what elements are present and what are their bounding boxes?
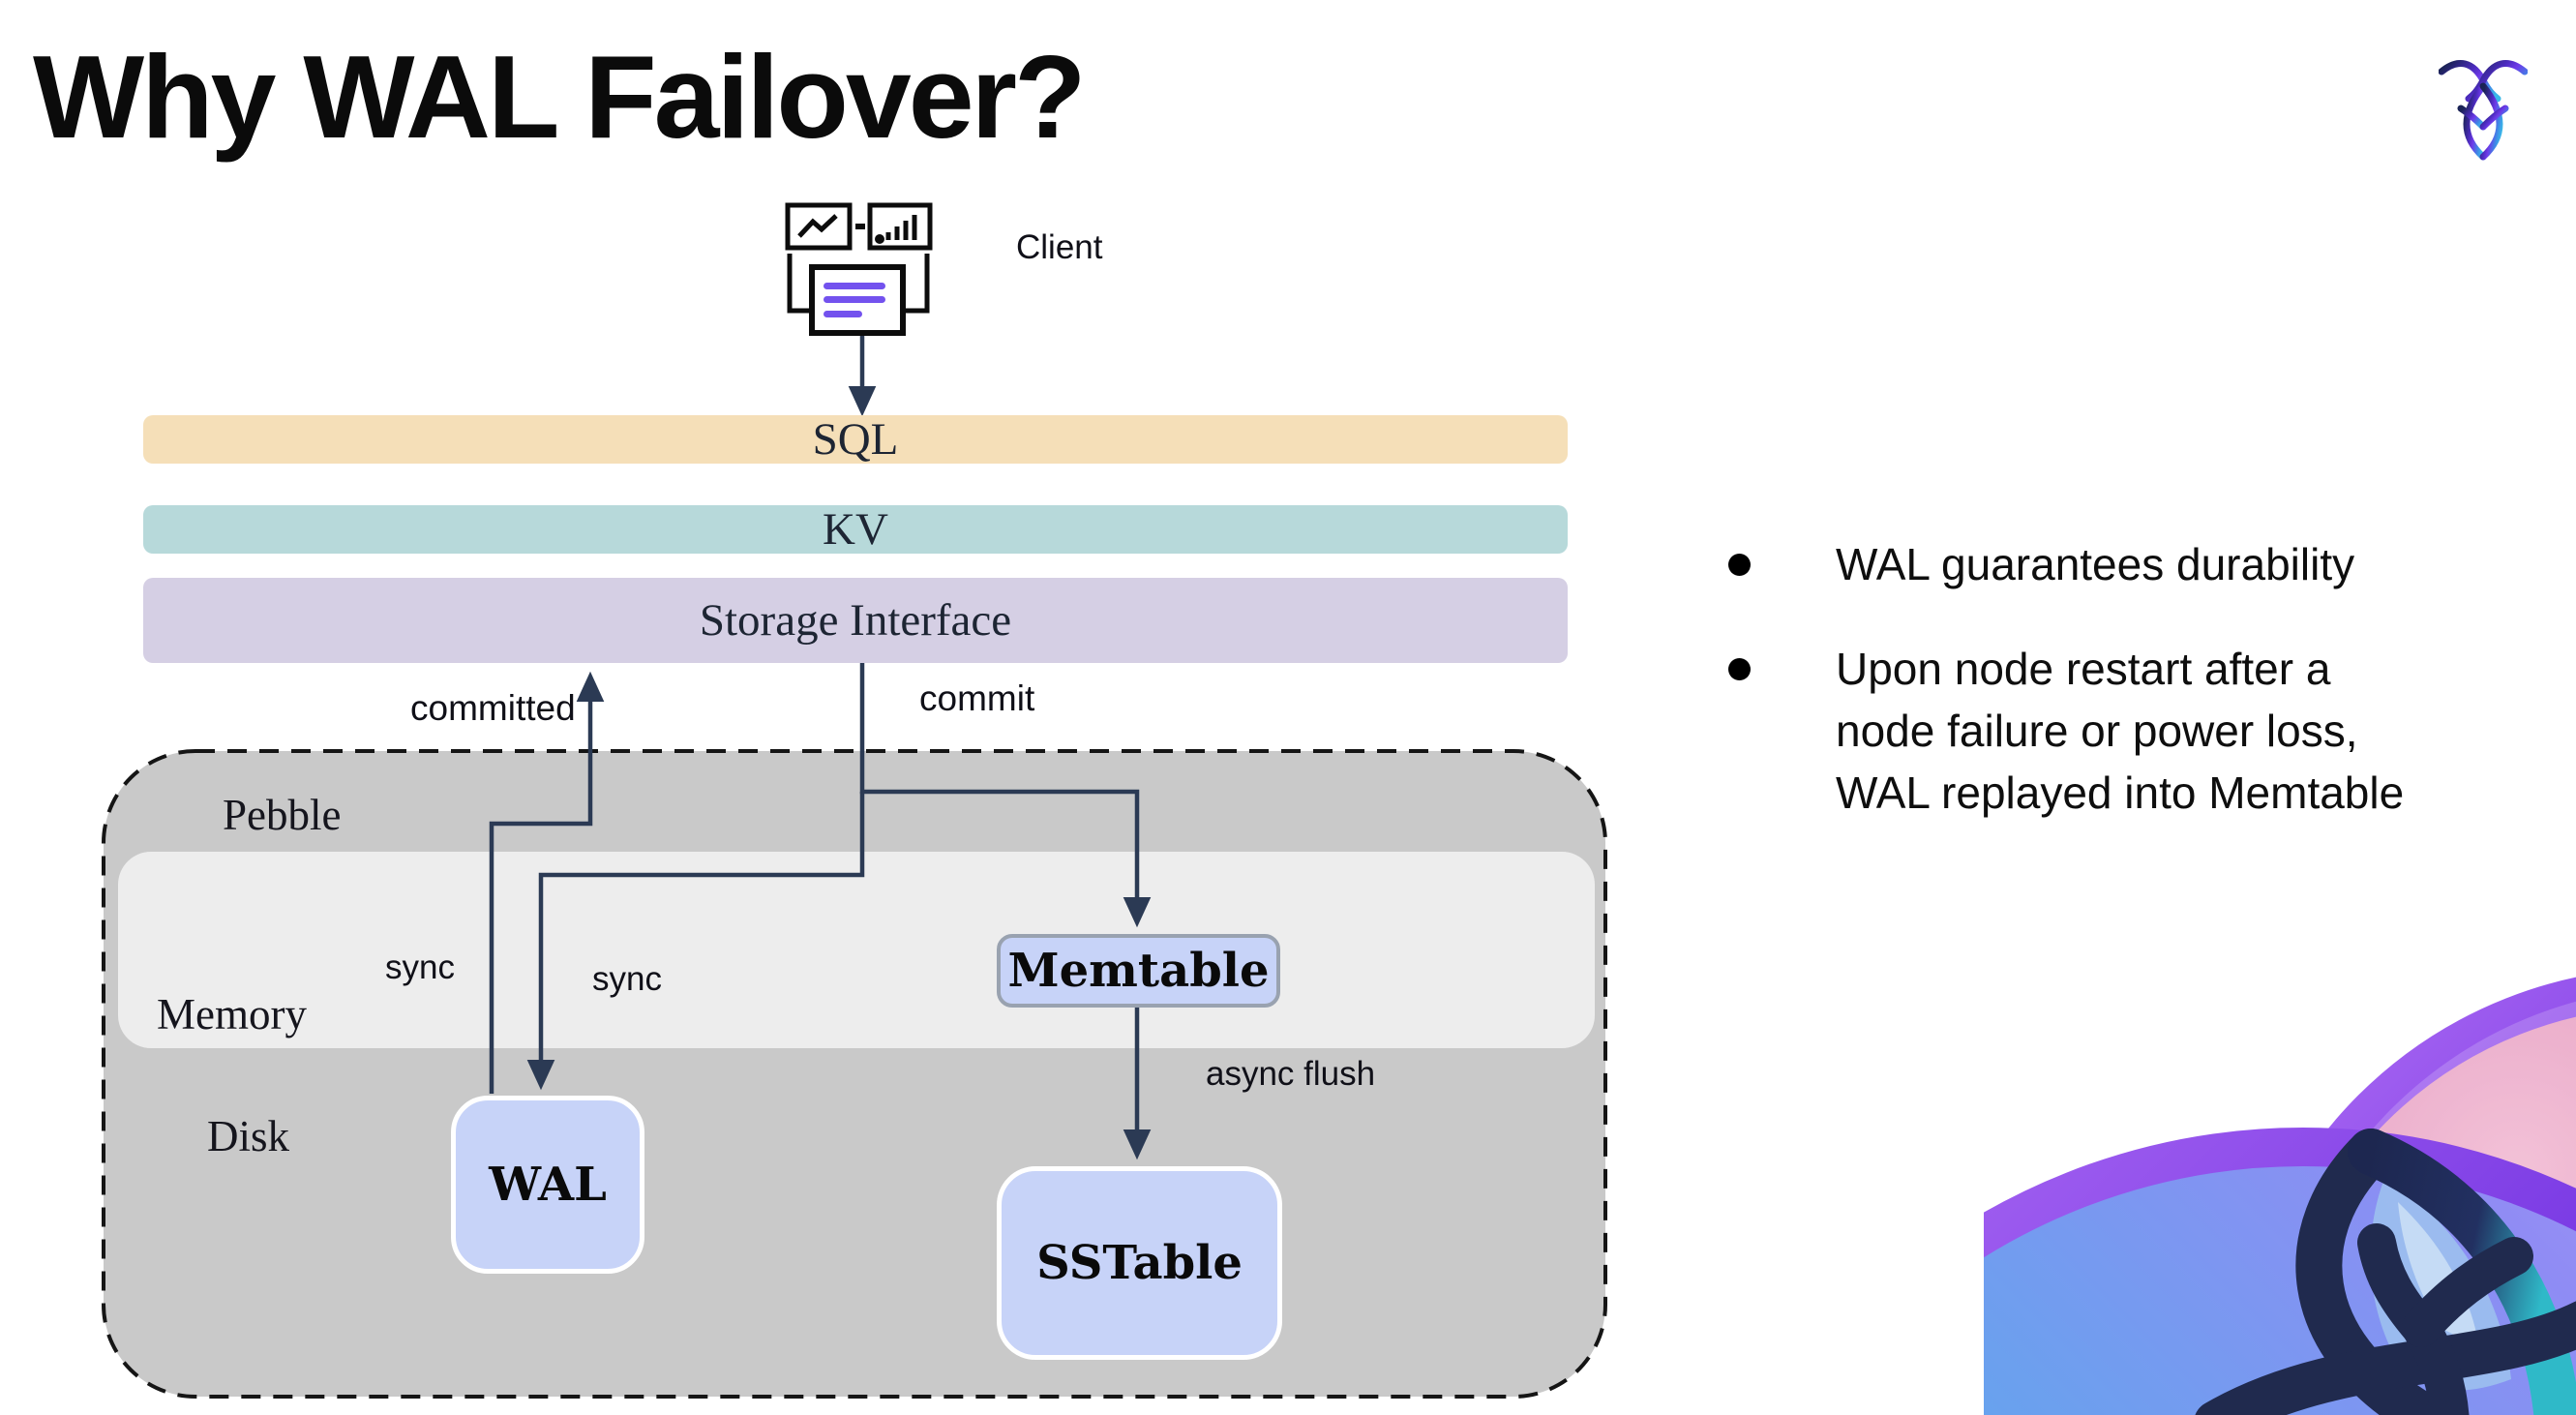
- list-item: Upon node restart after a node failure o…: [1711, 639, 2562, 825]
- disk-label: Disk: [207, 1112, 290, 1160]
- layer-storage-interface-label: Storage Interface: [699, 595, 1012, 646]
- arrow-committed: [489, 671, 605, 1094]
- bullet-dot-icon: [1728, 554, 1751, 576]
- memory-band: [118, 852, 1595, 1048]
- client-icon: [780, 197, 935, 338]
- bullet-line: node failure or power loss,: [1836, 705, 2358, 756]
- brand-art: [1984, 968, 2576, 1415]
- edge-label-sync-right: sync: [592, 960, 662, 998]
- list-item: WAL guarantees durability: [1711, 534, 2562, 596]
- bullet-line: Upon node restart after a: [1836, 643, 2331, 694]
- arrow-sync-to-wal: [526, 792, 865, 1091]
- bullet-text: Upon node restart after a node failure o…: [1836, 639, 2404, 825]
- layer-sql-label: SQL: [812, 414, 899, 465]
- bullet-line: WAL guarantees durability: [1836, 539, 2355, 589]
- node-memtable-label: Memtable: [1007, 944, 1270, 998]
- layer-kv-label: KV: [823, 504, 888, 555]
- node-memtable: Memtable: [997, 934, 1280, 1008]
- edge-label-committed: committed: [410, 688, 576, 728]
- edge-label-async-flush: async flush: [1206, 1055, 1376, 1093]
- page-title: Why WAL Failover?: [33, 31, 1087, 163]
- client-label: Client: [1016, 228, 1103, 266]
- bullet-text: WAL guarantees durability: [1836, 534, 2354, 596]
- node-sstable-label: SSTable: [1036, 1236, 1243, 1290]
- layer-storage-interface: Storage Interface: [143, 578, 1568, 663]
- node-wal: WAL: [451, 1096, 644, 1274]
- layer-sql: SQL: [143, 414, 1568, 465]
- memory-label: Memory: [157, 990, 307, 1039]
- bullet-line: WAL replayed into Memtable: [1836, 767, 2405, 818]
- pebble-label: Pebble: [223, 791, 342, 839]
- node-wal-label: WAL: [489, 1158, 607, 1212]
- edge-label-commit: commit: [919, 678, 1035, 718]
- cockroachdb-logo-icon: [2439, 46, 2528, 161]
- node-sstable: SSTable: [997, 1166, 1282, 1360]
- bullet-list: WAL guarantees durability Upon node rest…: [1711, 534, 2562, 867]
- edge-label-sync-left: sync: [385, 948, 455, 986]
- bullet-dot-icon: [1728, 657, 1751, 680]
- layer-kv: KV: [143, 504, 1568, 555]
- pebble-container: [102, 749, 1607, 1399]
- arrow-commit-to-memtable: [859, 663, 1152, 928]
